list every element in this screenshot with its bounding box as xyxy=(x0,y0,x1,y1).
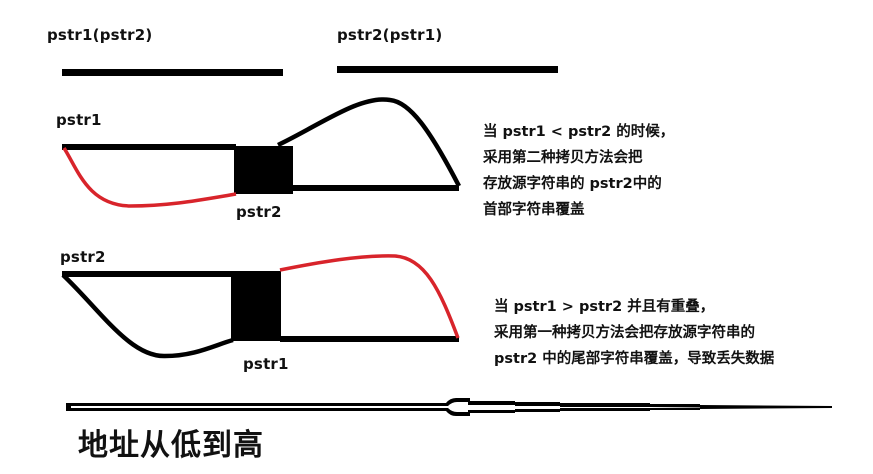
case1-overwrite-arc xyxy=(62,147,237,208)
case1-note-line: 存放源字符串的 pstr2中的 xyxy=(483,176,662,192)
case2-note-line: 采用第一种拷贝方法会把存放源字符串的 xyxy=(494,325,755,341)
case2-diagram xyxy=(61,254,460,359)
case1-note-line: 首部字符串覆盖 xyxy=(483,202,585,218)
case2-note-line: pstr2 中的尾部字符串覆盖，导致丢失数据 xyxy=(494,351,775,367)
case1-overlap-label: pstr2 xyxy=(236,203,282,221)
case1-dest-arc xyxy=(277,97,461,188)
legend-right-label: pstr2(pstr1) xyxy=(337,26,443,44)
case2-overwrite-arc xyxy=(279,254,460,339)
case2-overlap-block xyxy=(231,271,281,341)
case1-diagram xyxy=(62,97,461,208)
legend-bar-left xyxy=(62,69,283,76)
case2-note: 当 pstr1 > pstr2 并且有重叠， 采用第一种拷贝方法会把存放源字符串… xyxy=(494,294,774,372)
case2-source-arc xyxy=(61,273,234,359)
case2-start-label: pstr2 xyxy=(60,248,106,266)
case1-note-line: 当 pstr1 < pstr2 的时候， xyxy=(483,124,675,140)
legend-left-label: pstr1(pstr2) xyxy=(47,26,153,44)
case1-start-label: pstr1 xyxy=(56,111,102,129)
case2-overlap-label: pstr1 xyxy=(243,355,289,373)
case1-note-line: 采用第二种拷贝方法会把 xyxy=(483,150,643,166)
case1-note: 当 pstr1 < pstr2 的时候， 采用第二种拷贝方法会把 存放源字符串的… xyxy=(483,119,674,223)
address-arrow xyxy=(66,398,832,416)
legend-bar-right xyxy=(337,66,558,73)
case2-note-line: 当 pstr1 > pstr2 并且有重叠， xyxy=(494,299,715,315)
address-axis-label: 地址从低到高 xyxy=(78,428,264,463)
case1-overlap-block xyxy=(234,146,293,194)
